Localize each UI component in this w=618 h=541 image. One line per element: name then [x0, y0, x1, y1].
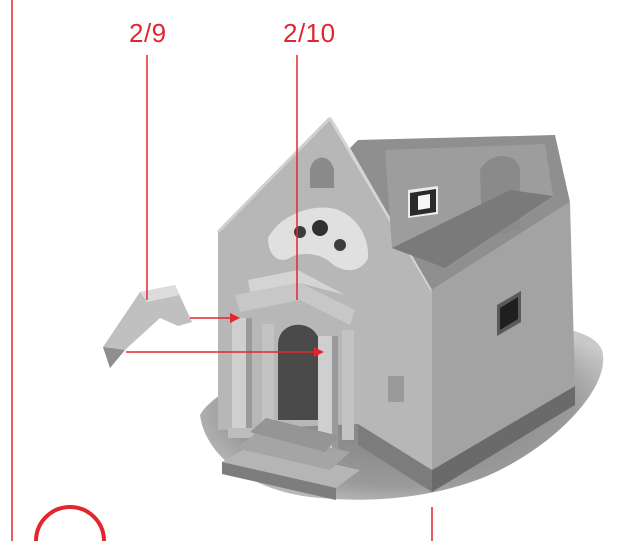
- porch-portico: [228, 270, 355, 460]
- part-label-2-9: 2/9: [129, 18, 167, 48]
- stone-plinth-right: [432, 386, 575, 492]
- right-side-wall: [432, 202, 575, 470]
- step-number-circle: [34, 505, 106, 541]
- gable-mural: [268, 207, 369, 271]
- porch-steps: [222, 418, 360, 500]
- house-model: [216, 116, 575, 500]
- part-label-2-10: 2/10: [283, 18, 336, 48]
- part-2-9-bracket: [103, 285, 192, 368]
- stone-plinth-front: [358, 424, 432, 492]
- callout-lines: [126, 55, 433, 541]
